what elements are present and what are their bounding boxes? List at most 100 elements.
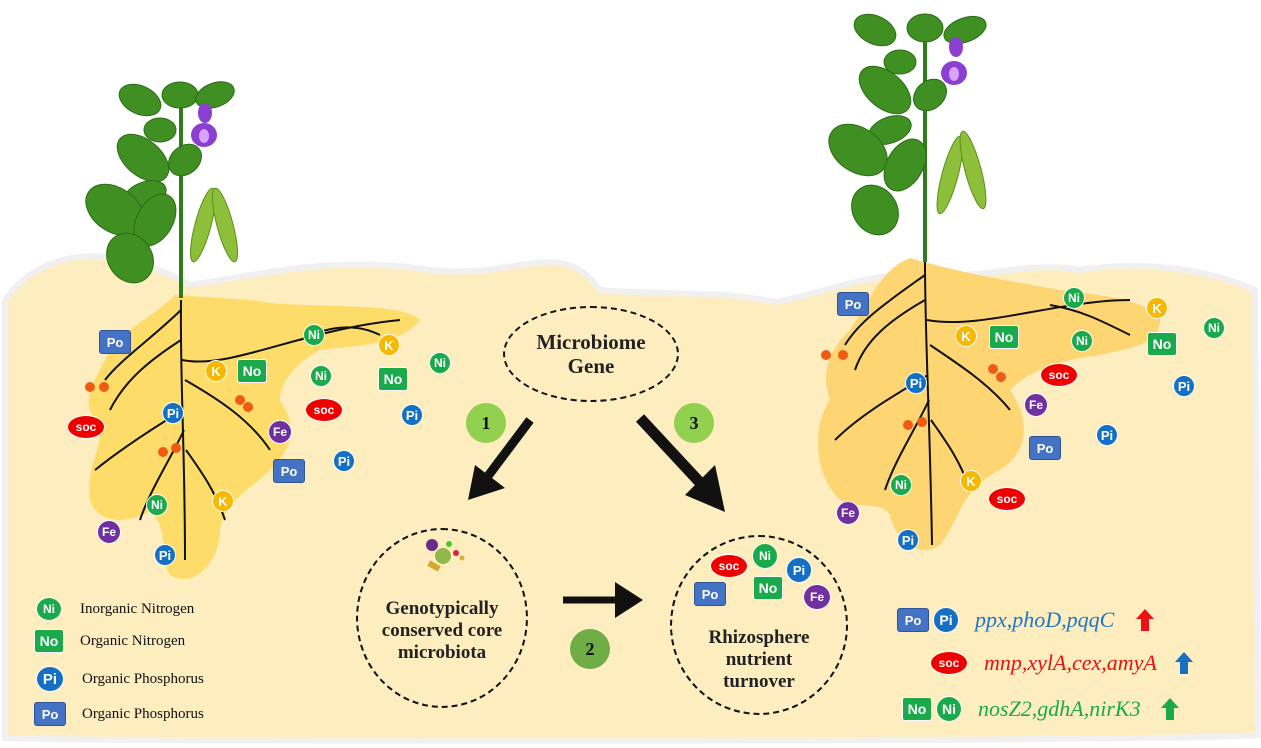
ni-badge: Ni: [310, 365, 332, 387]
ni-badge: Ni: [1063, 287, 1085, 309]
k-badge: K: [960, 470, 982, 492]
legend-item: Po Organic Phosphorus: [34, 702, 204, 726]
k-badge: K: [1146, 297, 1168, 319]
no-badge: No: [1147, 332, 1177, 356]
pi-badge: Pi: [1096, 424, 1118, 446]
soc-badge: soc: [988, 487, 1026, 511]
ni-badge: Ni: [1203, 317, 1225, 339]
legend-item: Ni Inorganic Nitrogen: [36, 597, 194, 621]
gene-legend-nitrogen: No Ni nosZ2,gdhA,nirK3: [902, 696, 1179, 722]
ni-badge: Ni: [752, 543, 778, 569]
pi-badge: Pi: [933, 607, 959, 633]
pi-badge: Pi: [401, 404, 423, 426]
po-badge: Po: [273, 459, 305, 483]
nitrogen-genes: nosZ2,gdhA,nirK3: [978, 696, 1141, 721]
up-arrow-icon: [1174, 652, 1193, 674]
no-badge: No: [753, 576, 783, 600]
step-1-label: 1: [481, 412, 491, 433]
nutrient-turnover-node: Rhizosphere nutrient turnover: [670, 535, 848, 715]
po-badge: Po: [897, 608, 929, 632]
nutrient-turnover-line3: turnover: [723, 670, 795, 692]
legend-item: Pi Organic Phosphorus: [36, 666, 204, 692]
legend-label: Organic Phosphorus: [82, 670, 204, 687]
gene-legend-phosphorus: Po Pi ppx,phoD,pqqC: [897, 607, 1155, 633]
core-microbiota-node: Genotypically conserved core microbiota: [356, 528, 528, 708]
fe-badge: Fe: [803, 584, 831, 610]
soc-badge: soc: [305, 398, 343, 422]
pi-badge: Pi: [162, 402, 184, 424]
phosphorus-genes: ppx,phoD,pqqC: [975, 607, 1115, 632]
core-microbiota-line3: microbiota: [397, 641, 487, 663]
no-badge: No: [902, 697, 932, 721]
k-badge: K: [205, 360, 227, 382]
right-plant-pods: [936, 130, 987, 215]
left-rhizosphere-zone: [88, 295, 421, 579]
po-badge: Po: [694, 582, 726, 606]
gene-legend-carbon: soc mnp,xylA,cex,amyA: [930, 650, 1193, 676]
po-badge: Po: [34, 702, 66, 726]
k-badge: K: [212, 490, 234, 512]
nutrient-turnover-line1: Rhizosphere: [708, 627, 810, 649]
no-badge: No: [378, 367, 408, 391]
microbiome-gene-node: Microbiome Gene: [503, 306, 679, 402]
arrow-step-2: [563, 582, 643, 618]
k-badge: K: [955, 325, 977, 347]
step-2-label: 2: [585, 638, 595, 659]
ni-badge: Ni: [303, 324, 325, 346]
ni-badge: Ni: [429, 352, 451, 374]
soc-badge: soc: [710, 554, 748, 578]
step-3-label: 3: [689, 412, 699, 433]
legend-label: Organic Nitrogen: [80, 632, 186, 649]
fe-badge: Fe: [97, 520, 121, 544]
pi-badge: Pi: [154, 544, 176, 566]
pi-badge: Pi: [333, 450, 355, 472]
ni-badge: Ni: [1071, 330, 1093, 352]
up-arrow-icon: [1160, 698, 1179, 720]
step-3-badge: 3: [674, 403, 714, 443]
fe-badge: Fe: [268, 420, 292, 444]
left-plant-flower: [191, 103, 217, 147]
pi-badge: Pi: [897, 529, 919, 551]
left-plant-pods: [189, 187, 239, 263]
nutrient-turnover-line2: nutrient: [725, 649, 793, 671]
right-red-dots: [821, 350, 1006, 430]
right-plant-leaves: [828, 13, 987, 236]
microbiome-gene-line2: Gene: [567, 354, 615, 378]
core-microbiota-line1: Genotypically: [385, 598, 499, 620]
ni-badge: Ni: [936, 696, 962, 722]
po-badge: Po: [837, 292, 869, 316]
soc-badge: soc: [930, 651, 968, 675]
pi-badge: Pi: [1173, 375, 1195, 397]
legend-label: Organic Phosphorus: [82, 705, 204, 722]
po-badge: Po: [99, 330, 131, 354]
fe-badge: Fe: [836, 501, 860, 525]
soc-badge: soc: [1040, 363, 1078, 387]
arrow-step-3: [635, 414, 725, 512]
ni-badge: Ni: [890, 474, 912, 496]
microbiome-gene-line1: Microbiome: [536, 329, 646, 354]
up-arrow-icon: [1136, 609, 1155, 631]
po-badge: Po: [1029, 436, 1061, 460]
right-plant-flower: [941, 37, 967, 85]
no-badge: No: [237, 359, 267, 383]
pi-badge: Pi: [786, 557, 812, 583]
left-red-dots: [85, 382, 253, 457]
arrow-step-1: [468, 417, 534, 500]
fe-badge: Fe: [1024, 393, 1048, 417]
left-plant-leaves: [85, 81, 235, 284]
legend-label: Inorganic Nitrogen: [80, 600, 195, 617]
legend-item: No Organic Nitrogen: [34, 629, 185, 653]
no-badge: No: [989, 325, 1019, 349]
step-1-badge: 1: [466, 403, 506, 443]
no-badge: No: [34, 629, 64, 653]
core-microbiota-line2: conserved core: [381, 620, 503, 642]
left-plant-roots: [94, 299, 401, 561]
ni-badge: Ni: [36, 597, 62, 621]
carbon-genes: mnp,xylA,cex,amyA: [984, 650, 1157, 675]
pi-badge: Pi: [36, 666, 64, 692]
step-2-badge: 2: [570, 629, 610, 669]
k-badge: K: [378, 334, 400, 356]
ni-badge: Ni: [146, 494, 168, 516]
soc-badge: soc: [67, 415, 105, 439]
